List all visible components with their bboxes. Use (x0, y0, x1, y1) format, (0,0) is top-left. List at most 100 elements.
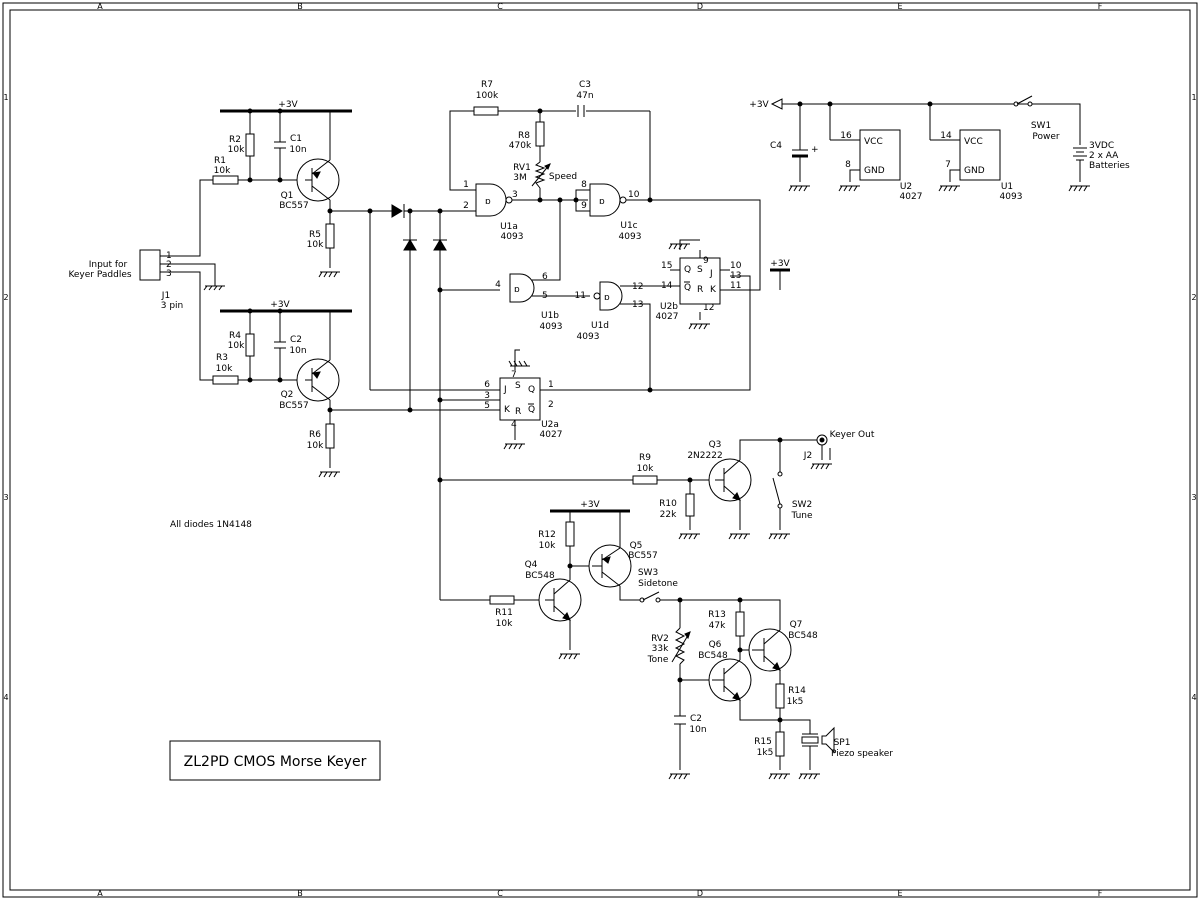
ff-letter: R (515, 407, 521, 417)
pin-number: 11 (575, 291, 586, 301)
j2-connector: Keyer Out J2 (803, 430, 875, 461)
pin-number: 1 (548, 380, 554, 390)
schematic-title: ZL2PD CMOS Morse Keyer (184, 754, 367, 770)
c1-capacitor: C1 10n (274, 134, 307, 155)
grid-col-top: B (297, 2, 303, 11)
pin-number: 6 (542, 272, 548, 282)
c2a-value: 10n (289, 346, 306, 356)
pin-number: 1 (463, 180, 469, 190)
r12-value: 10k (539, 541, 556, 551)
c3-ref: C3 (579, 80, 591, 90)
diode-bus-1 (403, 239, 417, 251)
r12-ref: R12 (538, 530, 556, 540)
pin-number: 12 (632, 282, 643, 292)
c2b-capacitor: C2 10n (674, 714, 707, 735)
r14-value: 1k5 (787, 697, 804, 707)
r12-resistor: R12 10k (538, 521, 575, 551)
r2-ref: R2 (229, 135, 241, 145)
ff-letter: Q (684, 283, 691, 293)
sp1-piezo-speaker: SP1 Piezo speaker (801, 726, 893, 759)
r9-resistor: R9 10k (632, 453, 658, 485)
battery-voltage: 3VDC (1089, 141, 1114, 151)
q7-value: BC548 (788, 631, 818, 641)
r7-value: 100k (476, 91, 499, 101)
r6-resistor: R6 10k (307, 423, 335, 451)
rail-u2b: +3V (770, 259, 791, 290)
ground-symbol (798, 773, 820, 780)
ground-symbol (768, 533, 790, 540)
rv1-label: Speed (549, 172, 577, 182)
ground-symbol (728, 533, 750, 540)
c2b-ref: C2 (690, 714, 702, 724)
c3-value: 47n (576, 91, 593, 101)
ground-symbol (508, 360, 530, 367)
r15-resistor: R15 1k5 (754, 731, 785, 758)
r9-value: 10k (637, 464, 654, 474)
ground-symbol (838, 185, 860, 192)
wires (160, 103, 1081, 770)
ff-letter: Q (528, 385, 535, 395)
ff-letter: J (503, 385, 507, 395)
rail-label: +3V (770, 259, 790, 269)
ff-letter: Q (684, 265, 691, 275)
sw2-tune-switch: SW2 Tune (772, 471, 813, 521)
r5-value: 10k (307, 240, 324, 250)
q5-ref: Q5 (630, 541, 643, 551)
grid-row-right: 2 (1191, 293, 1196, 302)
grid-col-bottom: F (1098, 889, 1103, 898)
diode-series (391, 204, 405, 218)
pin-number: 5 (484, 401, 490, 411)
r7-ref: R7 (481, 80, 493, 90)
pin-number: 4 (511, 420, 517, 430)
u1a-ref: U1a (500, 222, 518, 232)
battery-symbol: 3VDC 2 x AA Batteries (1070, 141, 1130, 171)
r5-resistor: R5 10k (307, 223, 335, 250)
ff-letter: K (710, 285, 717, 295)
rv1-ref: RV1 (513, 163, 531, 173)
r6-ref: R6 (309, 430, 321, 440)
ff-letter: J (709, 269, 713, 279)
grid-row-left: 3 (3, 493, 8, 502)
r11-value: 10k (496, 619, 513, 629)
c4-plus: + (811, 145, 819, 155)
r11-resistor: R11 10k (489, 595, 515, 629)
grid-row-right: 1 (1191, 93, 1196, 102)
rv2-value: 33k (652, 644, 669, 654)
pin-number: 14 (940, 131, 952, 141)
grid-col-top: D (697, 2, 703, 11)
grid-row-right: 3 (1191, 493, 1196, 502)
sw3-ref: SW3 (638, 568, 658, 578)
ground-symbol (558, 653, 580, 660)
u1c-ref: U1c (620, 221, 637, 231)
u2b-ref: U2b (660, 302, 678, 312)
rail-q5: +3V (550, 500, 630, 513)
j1-ref: J1 (161, 291, 170, 301)
ground-symbol (318, 471, 340, 478)
j1-label-line1: Input for (89, 260, 128, 270)
r2-resistor: R2 10k (228, 133, 255, 157)
q7-transistor: Q7 BC548 (748, 620, 818, 672)
q4-ref: Q4 (525, 560, 538, 570)
ground-symbol (503, 443, 525, 450)
sw2-value: Tune (790, 511, 813, 521)
q1-transistor: Q1 BC557 (279, 158, 340, 211)
u2-ref: U2 (900, 182, 912, 192)
q1-ref: Q1 (281, 191, 294, 201)
u2-value: 4027 (900, 192, 923, 202)
pin-number: 6 (484, 380, 490, 390)
diode-bus-2 (433, 239, 447, 251)
grid-row-left: 2 (3, 293, 8, 302)
ground-symbol (668, 243, 690, 250)
q7-ref: Q7 (790, 620, 803, 630)
pin-number: 14 (661, 281, 673, 291)
u1a-nand-gate: ɒ 1 2 3 U1a 4093 (463, 180, 523, 242)
pin-number: 3 (484, 391, 490, 401)
q3-transistor: Q3 2N2222 (687, 440, 752, 502)
q2-ref: Q2 (281, 390, 294, 400)
ground-symbol (203, 282, 225, 291)
schmitt-glyph: ɒ (485, 197, 491, 207)
grid-row-right: 4 (1191, 693, 1196, 702)
pin-number: 13 (730, 271, 741, 281)
grid-col-bottom: B (297, 889, 303, 898)
